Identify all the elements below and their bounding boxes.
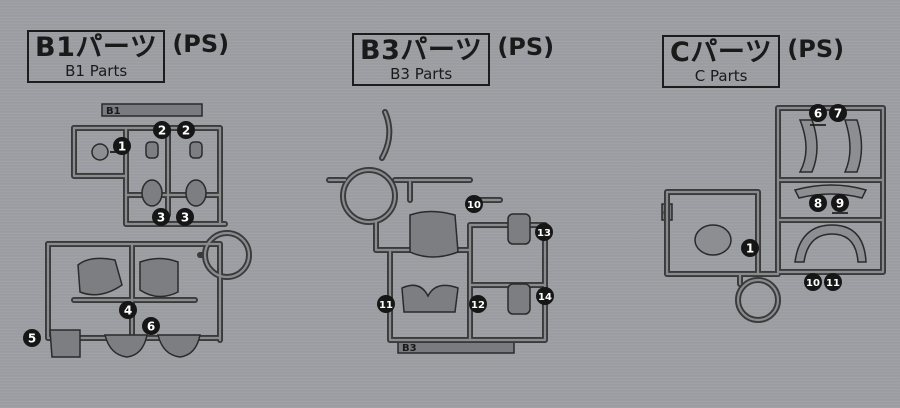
panel-b1: B1パーツ B1 Parts (PS)	[0, 0, 300, 408]
part-badge: 1	[113, 137, 131, 155]
part-badge: 11	[377, 295, 395, 313]
panel-b3-label-box: B3パーツ B3 Parts	[352, 33, 491, 86]
part-badge-number: 11	[826, 278, 840, 289]
part-badge: 4	[119, 301, 137, 319]
part-badge: 2	[177, 121, 195, 139]
part-b1-mid-b	[185, 179, 207, 207]
part-badge: 14	[536, 287, 554, 305]
part-badge-number: 5	[28, 331, 36, 345]
part-b3-side-a	[507, 213, 531, 245]
part-c-bracket-a	[798, 119, 818, 173]
part-badge-number: 1	[118, 139, 126, 153]
runner-b3: B3 10	[326, 109, 554, 354]
runner-b1-frame	[45, 125, 252, 343]
panel-b3-header: B3パーツ B3 Parts (PS)	[352, 33, 554, 86]
part-badge-number: 6	[814, 106, 822, 120]
panel-b1-title-en: B1 Parts	[65, 62, 128, 80]
part-badge-number: 14	[538, 292, 552, 303]
part-c-ring	[694, 224, 732, 256]
panel-c-label-box: Cパーツ C Parts	[662, 35, 781, 88]
part-b1-plate	[49, 329, 81, 358]
part-c-bracket-b	[843, 119, 863, 173]
part-b3-side-b	[507, 283, 531, 315]
part-badge-number: 6	[147, 319, 155, 333]
panel-c-title-en: C Parts	[694, 67, 748, 85]
part-b1-mid-a	[141, 179, 163, 207]
runner-b1-tag-text: B1	[106, 106, 121, 117]
runner-b3-tag-text: B3	[402, 343, 417, 354]
part-b1-shell-right	[139, 257, 179, 298]
panel-b3: B3パーツ B3 Parts (PS)	[300, 0, 600, 408]
runner-b1: B1	[23, 103, 252, 358]
part-badges-b3: 10 11 12 13 14	[377, 195, 554, 313]
part-badge-number: 9	[836, 196, 844, 210]
runner-c-frame	[664, 105, 886, 323]
panel-b3-title-en: B3 Parts	[390, 65, 453, 83]
part-badge: 2	[153, 121, 171, 139]
part-b1-small-b	[189, 141, 203, 159]
part-badge-number: 10	[806, 278, 820, 289]
part-badge: 8	[809, 194, 827, 212]
part-badge-number: 3	[181, 210, 189, 224]
part-badge-number: 2	[158, 123, 166, 137]
part-b1-small-a	[145, 141, 159, 159]
part-badge-number: 1	[746, 241, 754, 255]
part-b3-collar	[401, 284, 459, 313]
part-badge-number: 7	[834, 106, 842, 120]
part-badge: 7	[829, 104, 847, 122]
part-badge: 6	[809, 104, 827, 122]
part-badge: 10	[804, 273, 822, 291]
part-c-clip	[793, 184, 868, 199]
panel-b1-material: (PS)	[172, 30, 230, 58]
part-b1-ring	[91, 143, 109, 161]
part-c-arch	[794, 224, 867, 263]
panel-c: Cパーツ C Parts (PS)	[600, 0, 900, 408]
part-badge-number: 8	[814, 196, 822, 210]
part-badges-c: 6 7 8 9 1 10 11	[741, 104, 849, 291]
panel-c-title-jp: Cパーツ	[670, 37, 773, 68]
panel-b3-material: (PS)	[497, 33, 555, 61]
panel-b3-title-jp: B3パーツ	[360, 35, 483, 66]
part-underlines-c	[810, 124, 848, 214]
part-badge-number: 12	[471, 300, 485, 311]
panel-b1-title-jp: B1パーツ	[35, 32, 158, 63]
runner-b1-parts	[49, 141, 207, 358]
runner-c-parts	[694, 119, 868, 263]
panel-b1-label-box: B1パーツ B1 Parts	[27, 30, 166, 83]
part-badge: 9	[831, 194, 849, 212]
part-b3-body	[409, 210, 459, 258]
part-badge-number: 11	[379, 300, 393, 311]
part-badge: 10	[465, 195, 483, 213]
part-badge: 5	[23, 329, 41, 347]
part-badge: 13	[535, 223, 553, 241]
part-badge: 11	[824, 273, 842, 291]
panel-c-material: (PS)	[787, 35, 845, 63]
part-badge-number: 3	[157, 210, 165, 224]
part-badge-number: 13	[537, 228, 551, 239]
part-badges-b1: 1 2 2 3 3 4 5 6	[23, 121, 195, 347]
runner-b3-parts	[401, 210, 531, 315]
part-b1-cup-left	[104, 334, 148, 358]
part-badge: 1	[741, 239, 759, 257]
part-badge-number: 2	[182, 123, 190, 137]
part-badge: 3	[152, 208, 170, 226]
part-b1-cup-right	[157, 334, 201, 358]
part-badge: 3	[176, 208, 194, 226]
panel-c-header: Cパーツ C Parts (PS)	[662, 35, 844, 88]
runner-b1-tag-plate	[101, 103, 203, 117]
part-badge: 6	[142, 317, 160, 335]
part-b1-shell-left	[77, 257, 123, 296]
panel-b1-header: B1パーツ B1 Parts (PS)	[27, 30, 229, 83]
runner-c: C 6	[661, 104, 886, 323]
part-badge-number: 10	[467, 200, 481, 211]
part-badge: 12	[469, 295, 487, 313]
part-badge-number: 4	[124, 303, 132, 317]
